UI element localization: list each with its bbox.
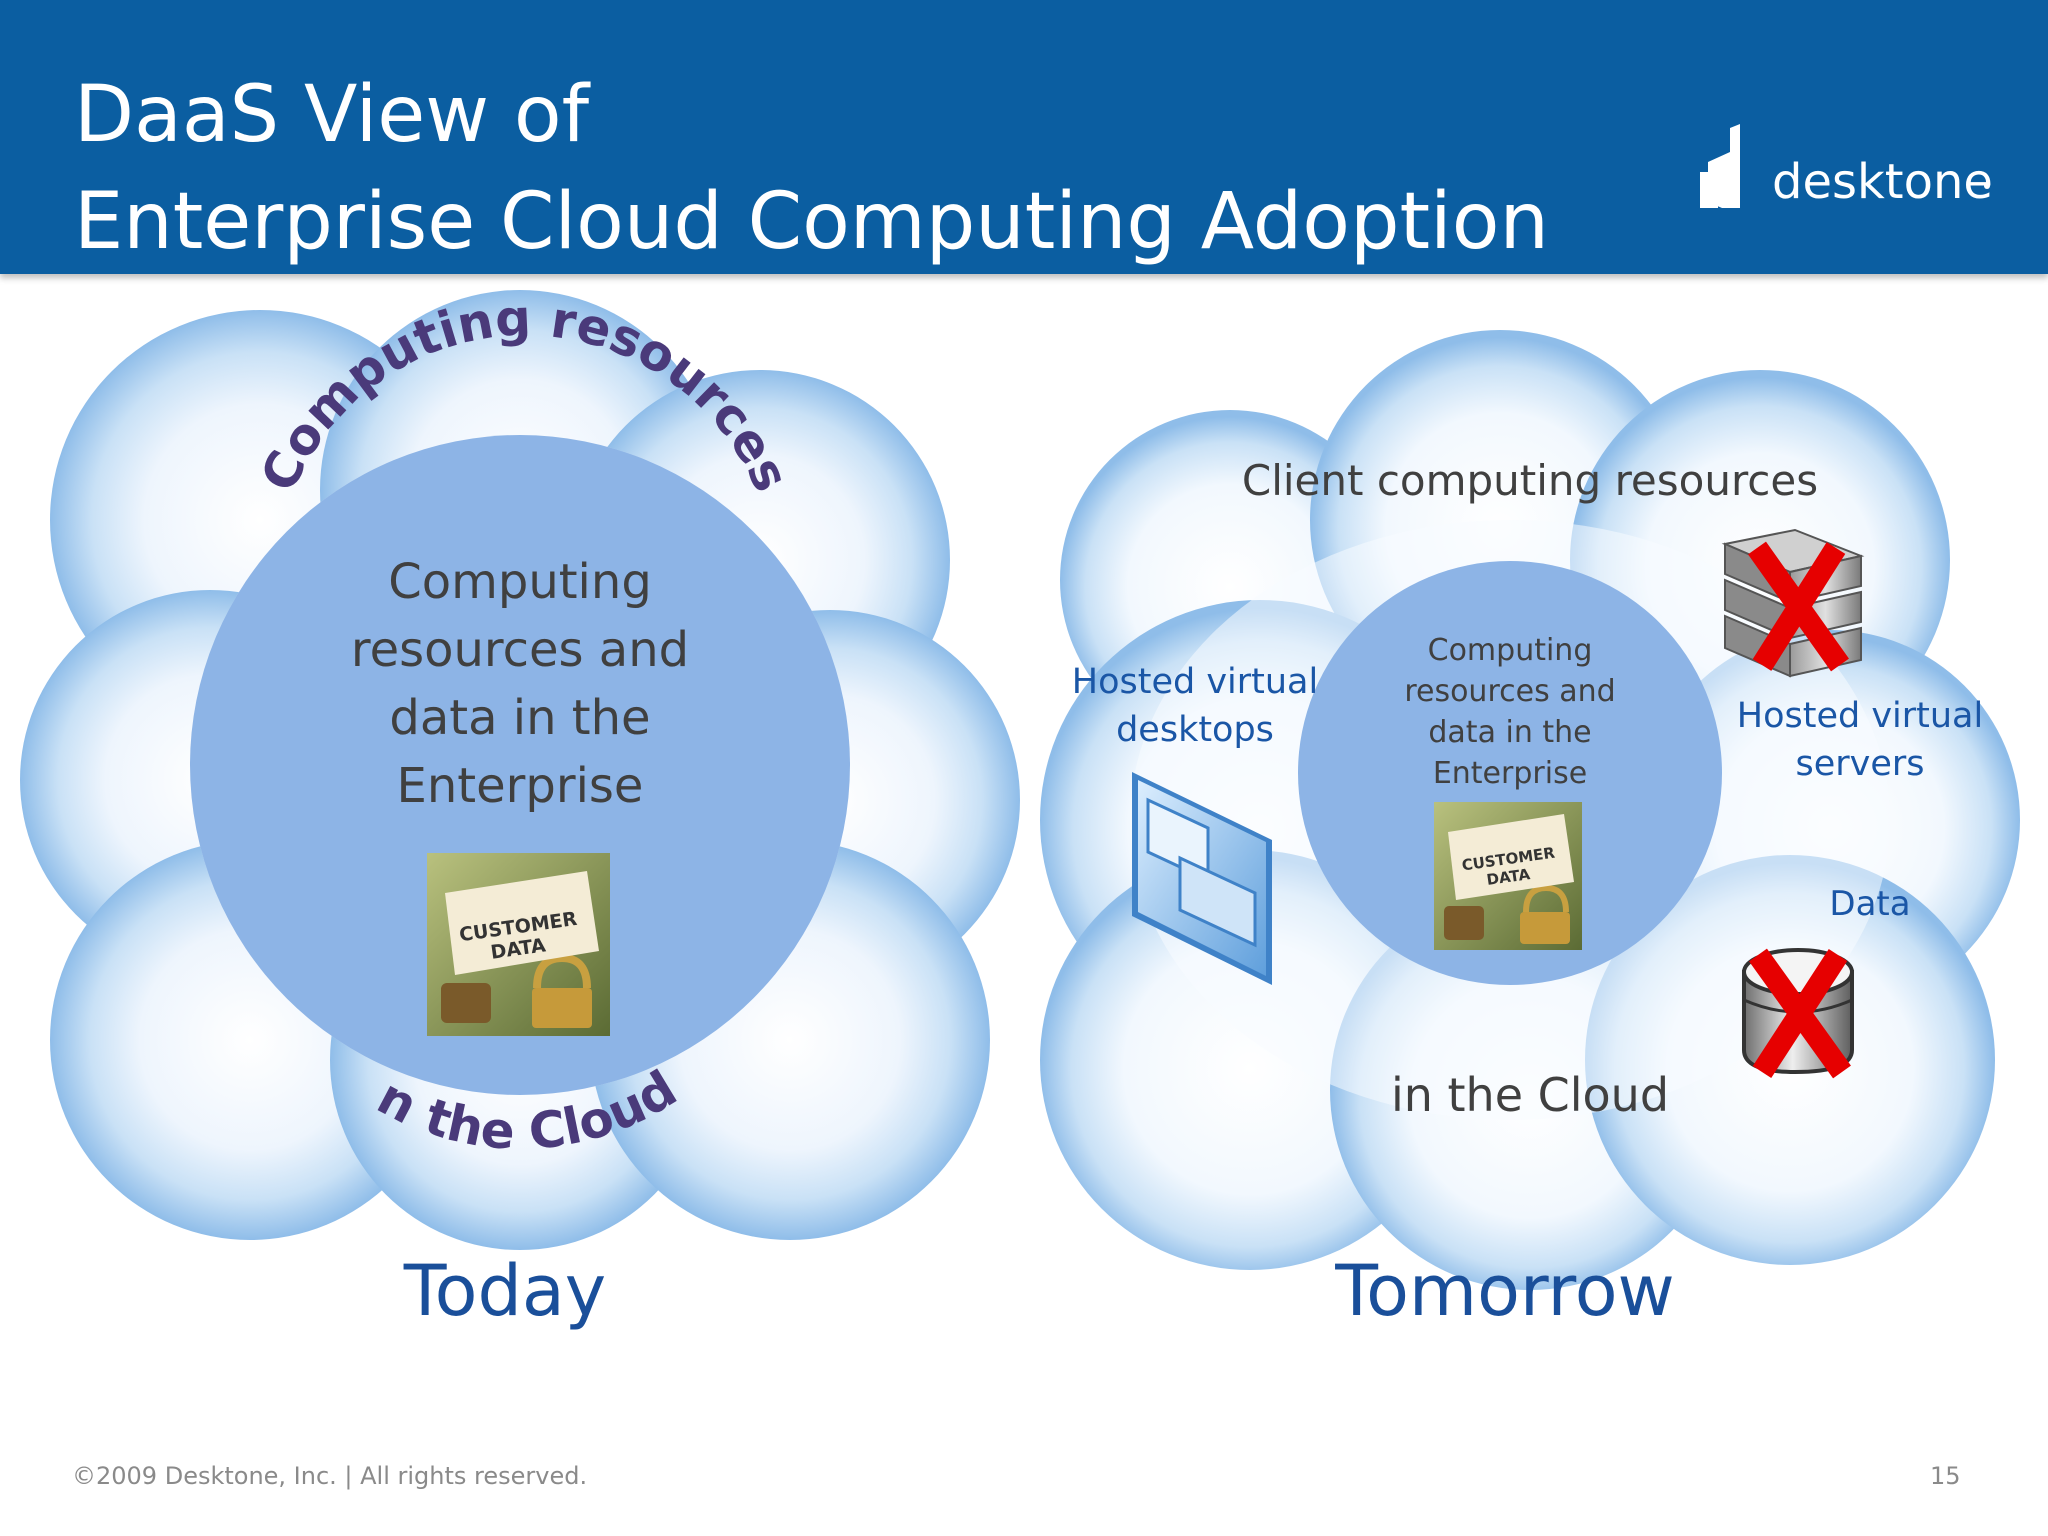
tomorrow-top-text: Client computing resources <box>1241 456 1819 505</box>
today-center-line-2: resources and <box>350 622 690 678</box>
logo-wordmark: desktone <box>1772 154 1993 210</box>
tomorrow-center-line-1: Computing <box>1427 633 1593 668</box>
tomorrow-center-line-3: data in the <box>1428 715 1592 750</box>
page-number: 15 <box>1930 1462 1961 1490</box>
hosted-desktops-line-2: desktops <box>1116 710 1274 750</box>
desktone-logo: desktone <box>1700 124 2000 224</box>
tomorrow-center-line-2: resources and <box>1404 674 1616 709</box>
header-band: DaaS View of Enterprise Cloud Computing … <box>0 0 2048 274</box>
tomorrow-label: Tomorrow <box>1335 1250 1675 1332</box>
footer-copyright: ©2009 Desktone, Inc. | All rights reserv… <box>72 1462 588 1490</box>
today-center-text: Computing resources and data in the Ente… <box>320 548 720 820</box>
hosted-servers-line-1: Hosted virtual <box>1736 696 1984 736</box>
slide-title: DaaS View of Enterprise Cloud Computing … <box>74 62 1549 276</box>
today-center-line-1: Computing <box>388 554 652 610</box>
tomorrow-enterprise-circle <box>1298 561 1722 985</box>
today-label: Today <box>403 1250 607 1332</box>
tomorrow-center-line-4: Enterprise <box>1432 756 1588 791</box>
x-mark-icon <box>1748 541 1849 672</box>
tomorrow-center-text: Computing resources and data in the Ente… <box>1350 630 1670 794</box>
today-enterprise-circle <box>190 435 850 1095</box>
virtual-desktop-icon <box>1132 772 1272 985</box>
hosted-servers-line-2: servers <box>1795 744 1925 784</box>
today-center-line-4: Enterprise <box>396 758 644 814</box>
hosted-desktops-label: Hosted virtual desktops <box>1060 658 1330 754</box>
tomorrow-customer-data-photo: CUSTOMER DATA <box>1434 802 1582 950</box>
hosted-servers-label: Hosted virtual servers <box>1720 692 2000 788</box>
hosted-desktops-line-1: Hosted virtual <box>1071 662 1319 702</box>
title-line-1: DaaS View of <box>74 70 590 160</box>
desktone-logo-icon <box>1700 124 1990 208</box>
tomorrow-bottom-text: in the Cloud <box>1390 1068 1670 1122</box>
tomorrow-photo-text-2: DATA <box>1485 865 1531 889</box>
data-label: Data <box>1829 884 1911 924</box>
today-center-line-3: data in the <box>389 690 651 746</box>
today-customer-data-photo: CUSTOMER DATA <box>427 853 610 1036</box>
x-mark-icon-data <box>1749 948 1851 1079</box>
title-line-2: Enterprise Cloud Computing Adoption <box>74 177 1549 267</box>
